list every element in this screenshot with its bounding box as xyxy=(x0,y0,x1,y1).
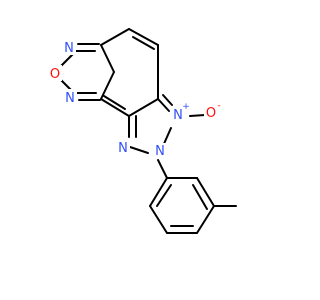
bond xyxy=(128,98,159,117)
bond xyxy=(100,44,115,73)
bond xyxy=(149,205,168,234)
bond xyxy=(132,36,155,50)
bond-layer xyxy=(59,28,237,234)
bond xyxy=(196,205,215,234)
atom-label: N xyxy=(64,41,74,56)
molecule-structure-diagram: N O N N + O - N N xyxy=(48,28,237,234)
atom-o-ring: O xyxy=(48,65,62,82)
bond xyxy=(100,71,115,100)
bond xyxy=(129,146,149,154)
atom-label: O xyxy=(206,106,216,121)
bond xyxy=(100,98,130,117)
atom-layer: N O N N + O - N N xyxy=(48,39,222,159)
atom-o-minus: O - xyxy=(204,101,222,121)
atom-n-bottom: N xyxy=(63,89,77,106)
atom-label: N xyxy=(155,144,165,159)
bond xyxy=(128,28,159,46)
bond xyxy=(100,28,130,46)
bond xyxy=(196,177,215,207)
atom-n-plus: N + xyxy=(171,102,190,123)
atom-label: O xyxy=(50,67,60,82)
bond xyxy=(157,98,170,112)
bond xyxy=(162,94,173,106)
atom-n-mid: N xyxy=(153,143,167,159)
bond xyxy=(156,184,172,207)
bond xyxy=(103,95,126,110)
charge-label: + xyxy=(182,102,190,112)
atom-label: N xyxy=(118,141,128,156)
bond xyxy=(157,159,168,179)
bond xyxy=(189,114,206,117)
bond xyxy=(192,184,208,210)
charge-label: - xyxy=(217,101,220,111)
bond xyxy=(149,177,168,207)
atom-n-top: N xyxy=(62,39,76,56)
atom-n-left: N xyxy=(116,140,130,156)
bond xyxy=(59,53,74,68)
atom-label: N xyxy=(65,91,75,106)
atom-label: N xyxy=(173,108,183,123)
